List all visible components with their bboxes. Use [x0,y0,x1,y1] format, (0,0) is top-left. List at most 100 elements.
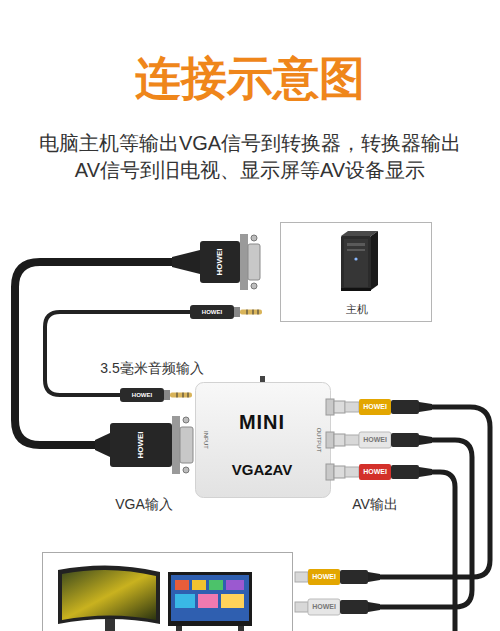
audio-jack [253,310,254,315]
audio-jack [120,388,192,402]
rca-cable [432,472,455,631]
computer-tower-icon [347,249,365,251]
caption-wrap: 电脑主机等输出VGA信号到转换器，转换器输出 AV信号到旧电视、显示屏等AV设备… [0,130,500,184]
brand-mark: HOWEI [363,403,387,411]
display-panel [62,570,156,620]
vga-plug [183,417,189,423]
port-caption: AV输出 [352,496,398,512]
vga-plug [95,416,193,474]
audio-jack [234,307,240,317]
converter-housing [334,466,345,478]
rca-plug [345,467,359,477]
vga-plug [251,283,257,289]
vga-plug [172,416,180,474]
brand-mark: HOWEI [202,309,222,316]
display-panel [238,626,244,631]
brand-mark: HOWEI [363,436,387,444]
rca-plug [419,402,432,412]
audio-jack [188,393,189,398]
vga-plug [183,467,189,473]
converter-housing [334,401,345,413]
vga-plug [251,235,257,241]
brand-mark: HOWEI [312,603,336,611]
converter-housing [326,432,334,448]
computer-tower-icon [341,288,371,291]
audio-cable [45,312,190,395]
converter-housing [334,434,345,446]
converter-housing [196,376,346,498]
rca-plug [419,467,432,477]
audio-jack [190,305,262,319]
display-panel [192,580,206,590]
audio-jack [164,390,170,400]
rca-plug [345,402,359,412]
audio-jack [177,393,178,398]
display-panel [43,553,293,631]
brand-mark: HOWEI [312,573,336,581]
audio-jack [258,310,259,315]
audio-jack [120,388,164,402]
port-caption: VGA输入 [115,496,173,512]
computer-tower-icon [371,231,378,290]
brand-mark: HOWEI [215,248,224,275]
audio-jack [183,393,184,398]
audio-jack [247,310,248,315]
rca-cable [380,440,472,607]
display-panel [226,580,244,590]
audio-jack [240,310,262,315]
converter-housing [260,376,265,383]
display-panel [175,594,195,608]
display-panel [171,575,249,621]
subtitle-text: 电脑主机等输出VGA信号到转换器，转换器输出 AV信号到旧电视、显示屏等AV设备… [37,130,463,184]
computer-tower-icon [344,239,368,287]
display-panel [221,594,244,608]
rca-plug [345,432,432,448]
rca-plug [359,432,391,448]
page-title: 连接示意图 [0,52,500,105]
display-panel [105,619,115,631]
vga-plug [180,427,193,463]
computer-tower-icon [341,231,378,291]
audio-jack [190,305,234,319]
converter-housing [326,464,334,480]
rca-plug [308,599,340,615]
computer-tower-icon [347,243,365,246]
port-caption: 3.5毫米音频输入 [100,360,203,376]
rca-plug [340,570,368,584]
vga-plug [200,241,240,283]
product-name: MINI [239,411,285,434]
rca-plug [368,602,380,612]
rca-plug [340,600,368,614]
rca-plug [391,465,419,479]
rca-plug [345,435,359,445]
display-panel [43,553,293,631]
vga-plug [172,234,260,290]
rca-plug [419,435,432,445]
rca-plug [308,569,340,585]
converter-housing [196,383,331,498]
display-panel [198,594,218,608]
vga-plug [248,244,260,280]
rca-plug [295,602,308,612]
computer-tower-icon [354,257,357,260]
brand-mark: HOWEI [132,392,152,399]
rca-plug [359,464,391,480]
vga-plug [172,250,200,274]
rca-plug [295,569,380,585]
model-name: VGA2AV [232,461,293,478]
display-panel [175,580,189,590]
vga-plug [110,423,172,467]
rca-plug [391,400,419,414]
rca-plug [295,572,308,582]
rca-plug [359,399,391,415]
display-panel [209,580,223,590]
vga-cable [15,262,175,445]
host-box: 主机 [280,222,432,322]
brand-mark: HOWEI [363,468,387,476]
computer-tower-icon [341,236,371,290]
display-panel [176,626,182,631]
rca-plug [368,572,380,582]
vga-plug [240,234,248,290]
rca-plug [295,599,380,615]
